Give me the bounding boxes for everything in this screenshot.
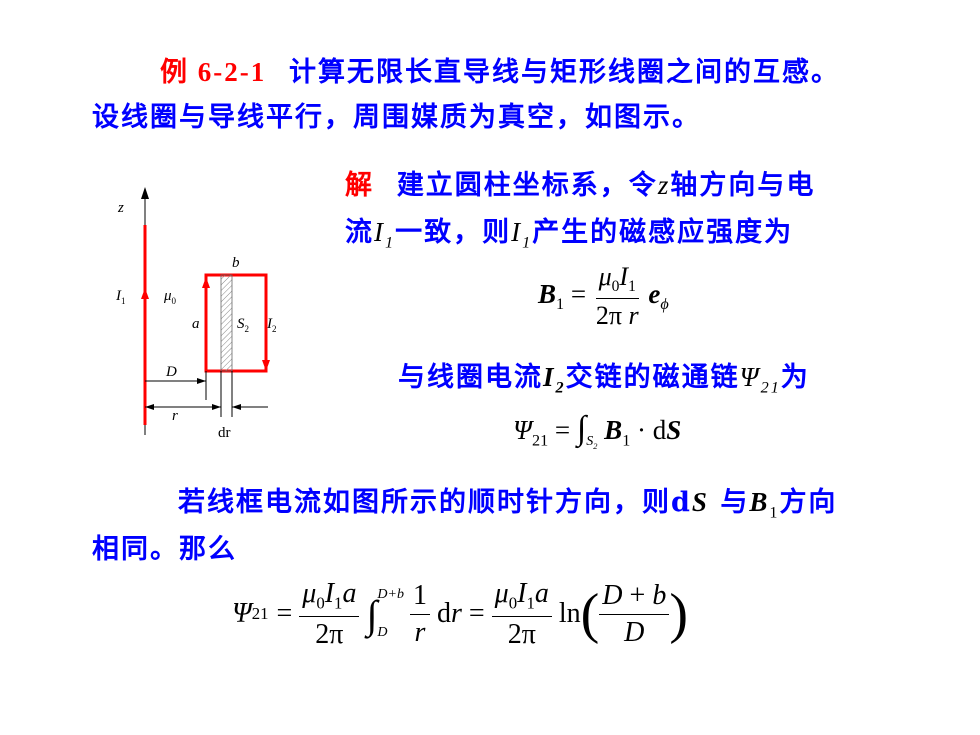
z-axis-arrow (141, 187, 149, 199)
flux-text-a: 与线圈电流 (398, 362, 543, 393)
z-symbol: z (657, 170, 671, 200)
strip-dS (220, 274, 233, 372)
wire-loop-diagram (141, 187, 270, 435)
equation-B1: B1 = μ0I1 2π r eϕ (538, 262, 669, 331)
solution-text-a: 建立圆柱坐标系，令 (396, 170, 658, 201)
paragraph-text-a: 若线框电流如图所示的顺时针方向，则d (178, 487, 692, 518)
label-dr: dr (218, 425, 231, 441)
paragraph-text-c: 方向 (779, 487, 838, 518)
label-S2: S2 (237, 316, 249, 334)
example-label: 例 6-2-1 (160, 57, 267, 87)
equation-Psi21-integral: Ψ21 = ∫S2 B1 · dS (513, 410, 682, 452)
flux-linkage-line: 与线圈电流I2交链的磁通链Ψ21为 (398, 355, 810, 397)
label-D: D (166, 364, 177, 380)
paragraph-line2: 相同。那么 (92, 534, 237, 565)
flux-text-c: 为 (780, 362, 810, 393)
solution-text-b: 轴方向与电 (670, 170, 816, 201)
solution-line1: 解 建立圆柱坐标系，令z轴方向与电 (345, 163, 815, 202)
paragraph-text-b: 与 (720, 487, 750, 518)
label-z: z (118, 200, 124, 216)
flux-text-b: 交链的磁通链 (565, 362, 740, 393)
loop-arrow-left (202, 277, 210, 288)
S-symbol: S (691, 487, 709, 517)
I2-symbol: I2 (543, 362, 566, 397)
solution-label: 解 (345, 170, 374, 201)
B1-symbol: B1 (749, 487, 780, 522)
Psi21-symbol: Ψ21 (739, 362, 781, 397)
label-a: a (192, 316, 200, 332)
rectangular-loop (204, 273, 268, 373)
problem-statement-line1: 例 6-2-1 计算无限长直导线与矩形线圈之间的互感。 (160, 50, 840, 89)
solution-text-d: 一致，则 (395, 217, 512, 248)
solution-line2: 流I1一致，则I1产生的磁感应强度为 (345, 210, 793, 252)
problem-statement-line2: 设线圈与导线平行，周围媒质为真空，如图示。 (92, 102, 701, 133)
wire-current-arrow (141, 288, 149, 299)
paragraph-line1: 若线框电流如图所示的顺时针方向，则dS 与B1方向 (178, 480, 837, 522)
solution-text-e: 产生的磁感应强度为 (532, 217, 794, 248)
solution-text-c: 流 (345, 217, 374, 248)
label-I1: I1 (116, 288, 126, 306)
label-mu0: μ0 (164, 288, 177, 306)
I1-symbol: I1 (374, 217, 396, 252)
loop-arrow-right (262, 360, 270, 371)
I1-symbol-2: I1 (511, 217, 533, 252)
label-r: r (172, 408, 178, 424)
problem-text-1: 计算无限长直导线与矩形线圈之间的互感。 (289, 57, 841, 88)
label-b: b (232, 255, 240, 271)
label-I2: I2 (267, 316, 277, 334)
